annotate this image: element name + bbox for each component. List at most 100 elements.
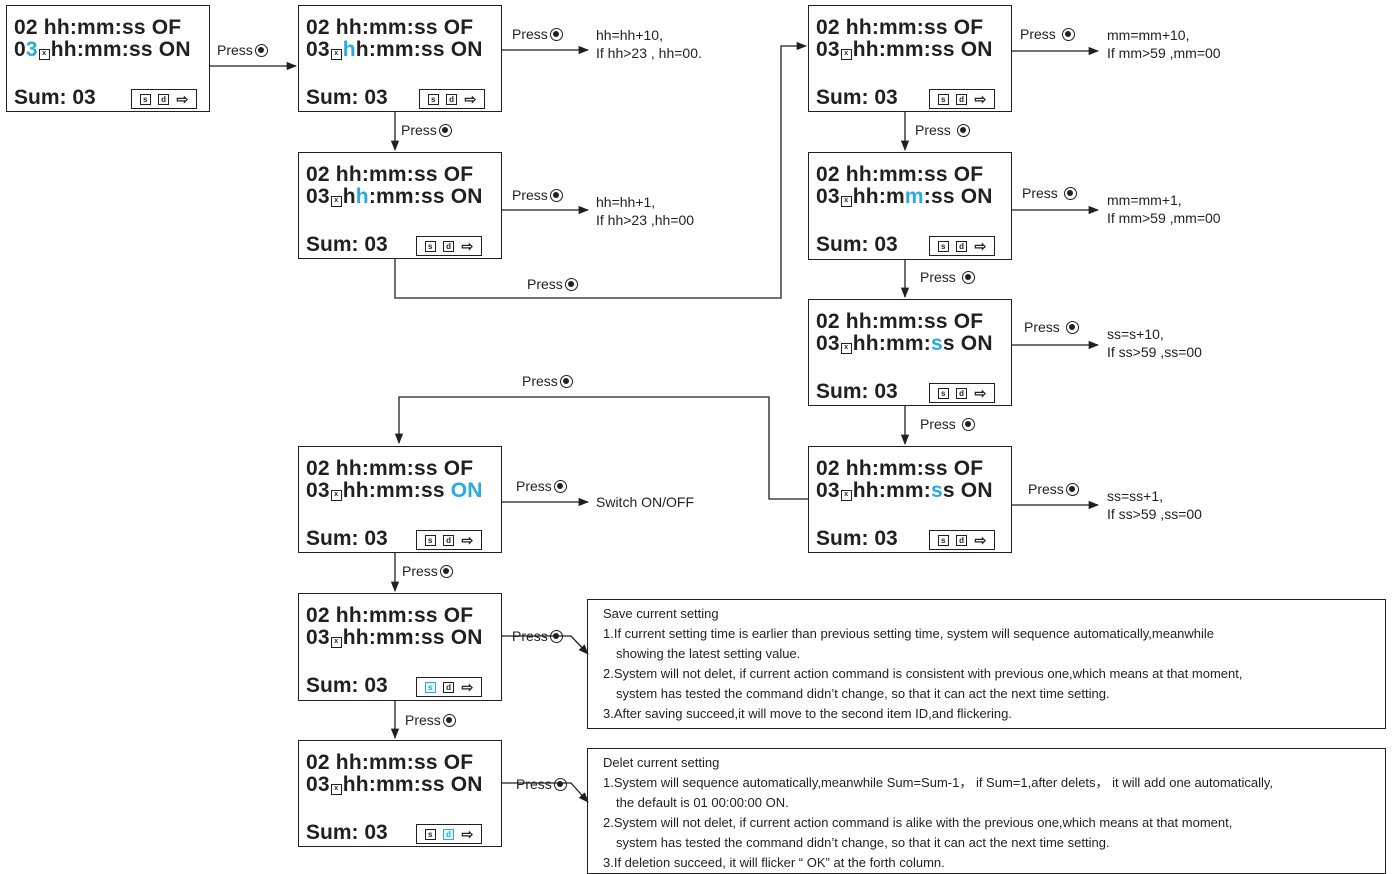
delete-note-line: the default is 01 00:00:00 ON.: [616, 795, 789, 810]
press-label-10: Press: [1024, 319, 1079, 335]
lcd-line-1: 02 hh:mm:ss OF: [306, 163, 474, 186]
keypad-delete-icon: d: [443, 240, 455, 252]
keypad-save-icon: s: [424, 534, 436, 546]
lcd-line-1: 02 hh:mm:ss OF: [14, 16, 182, 39]
keypad-delete-icon: d: [956, 534, 968, 546]
down-button-icon: [564, 278, 578, 291]
keypad-save-icon: s: [427, 93, 439, 105]
sum-label: Sum: 03: [816, 86, 898, 109]
up-button-icon: [1065, 321, 1079, 334]
save-note-box: Save current setting 1.If current settin…: [587, 599, 1386, 729]
sum-label: Sum: 03: [306, 674, 388, 697]
result-switch: Switch ON/OFF: [596, 494, 695, 510]
keypad-delete-icon: d: [443, 828, 455, 840]
sum-label: Sum: 03: [14, 86, 96, 109]
save-note-line: 3.After saving succeed,it will move to t…: [603, 706, 1012, 721]
press-label-15: Press: [402, 563, 453, 579]
press-label-7: Press: [915, 122, 970, 138]
save-note-line: 1.If current setting time is earlier tha…: [603, 626, 1215, 641]
delete-note-title: Delet current setting: [603, 755, 720, 770]
press-label-12: Press: [1028, 481, 1079, 497]
down-button-icon: [439, 565, 453, 578]
keypad-save-icon: s: [424, 681, 436, 693]
down-button-icon: [956, 124, 970, 137]
keypad-delete-icon: d: [446, 93, 458, 105]
press-label-18: Press: [516, 776, 567, 792]
up-button-icon: [553, 778, 567, 791]
save-note-line: 2.System will not delet, if current acti…: [603, 666, 1243, 681]
arrow-18: [501, 782, 589, 803]
lcd-line-1: 02 hh:mm:ss OF: [816, 457, 984, 480]
press-label-11: Press: [920, 416, 975, 432]
lcd-line-1: 02 hh:mm:ss OF: [816, 163, 984, 186]
result-hh10: hh=hh+10,If hh>23 , hh=00.: [596, 27, 702, 61]
delete-note-box: Delet current setting 1.System will sequ…: [587, 748, 1386, 874]
up-button-icon: [553, 480, 567, 493]
delete-note-line: system has tested the command didn’t cha…: [616, 835, 1110, 850]
down-button-icon: [961, 418, 975, 431]
down-button-icon: [438, 124, 452, 137]
lcd-line-1: 02 hh:mm:ss OF: [816, 310, 984, 333]
up-button-icon: [549, 630, 563, 643]
sum-label: Sum: 03: [306, 527, 388, 550]
arrow-16: [501, 635, 589, 655]
keypad-arrow-icon: ⇨: [461, 238, 474, 254]
delete-note-line: 3.If deletion succeed, it will flicker “…: [603, 855, 945, 870]
keypad-arrow-icon: ⇨: [461, 679, 474, 695]
sum-label: Sum: 03: [816, 233, 898, 256]
keypad-delete-icon: d: [956, 240, 968, 252]
press-label-1: Press: [217, 42, 268, 58]
sum-label: Sum: 03: [306, 86, 388, 109]
result-mm10: mm=mm+10,If mm>59 ,mm=00: [1107, 27, 1221, 61]
press-label-6: Press: [1020, 26, 1075, 42]
keypad-save-icon: s: [424, 828, 436, 840]
sum-label: Sum: 03: [306, 233, 388, 256]
delete-note-line: 1.System will sequence automatically,mea…: [603, 775, 1274, 790]
arrow-13: [394, 396, 808, 500]
result-mm1: mm=mm+1,If mm>59 ,mm=00: [1107, 192, 1221, 226]
sum-label: Sum: 03: [816, 380, 898, 403]
keypad-arrow-icon: ⇨: [464, 91, 477, 107]
keypad-arrow-icon: ⇨: [461, 826, 474, 842]
result-ss10: ss=s+10,If ss>59 ,ss=00: [1107, 326, 1202, 360]
keypad-save-icon: s: [937, 93, 949, 105]
save-note-line: system has tested the command didn’t cha…: [616, 686, 1110, 701]
keypad-save-icon: s: [424, 240, 436, 252]
up-button-icon: [549, 28, 563, 41]
sum-label: Sum: 03: [816, 527, 898, 550]
keypad-save-icon: s: [937, 534, 949, 546]
sum-label: Sum: 03: [306, 821, 388, 844]
down-button-icon: [442, 714, 456, 727]
keypad-arrow-icon: ⇨: [974, 532, 987, 548]
press-label-16: Press: [512, 628, 563, 644]
keypad-delete-icon: d: [443, 681, 455, 693]
press-label-4: Press: [512, 187, 563, 203]
up-button-icon: [1063, 187, 1077, 200]
keypad-delete-icon: d: [158, 93, 170, 105]
keypad-save-icon: s: [937, 387, 949, 399]
press-label-14: Press: [516, 478, 567, 494]
press-label-3: Press: [401, 122, 452, 138]
